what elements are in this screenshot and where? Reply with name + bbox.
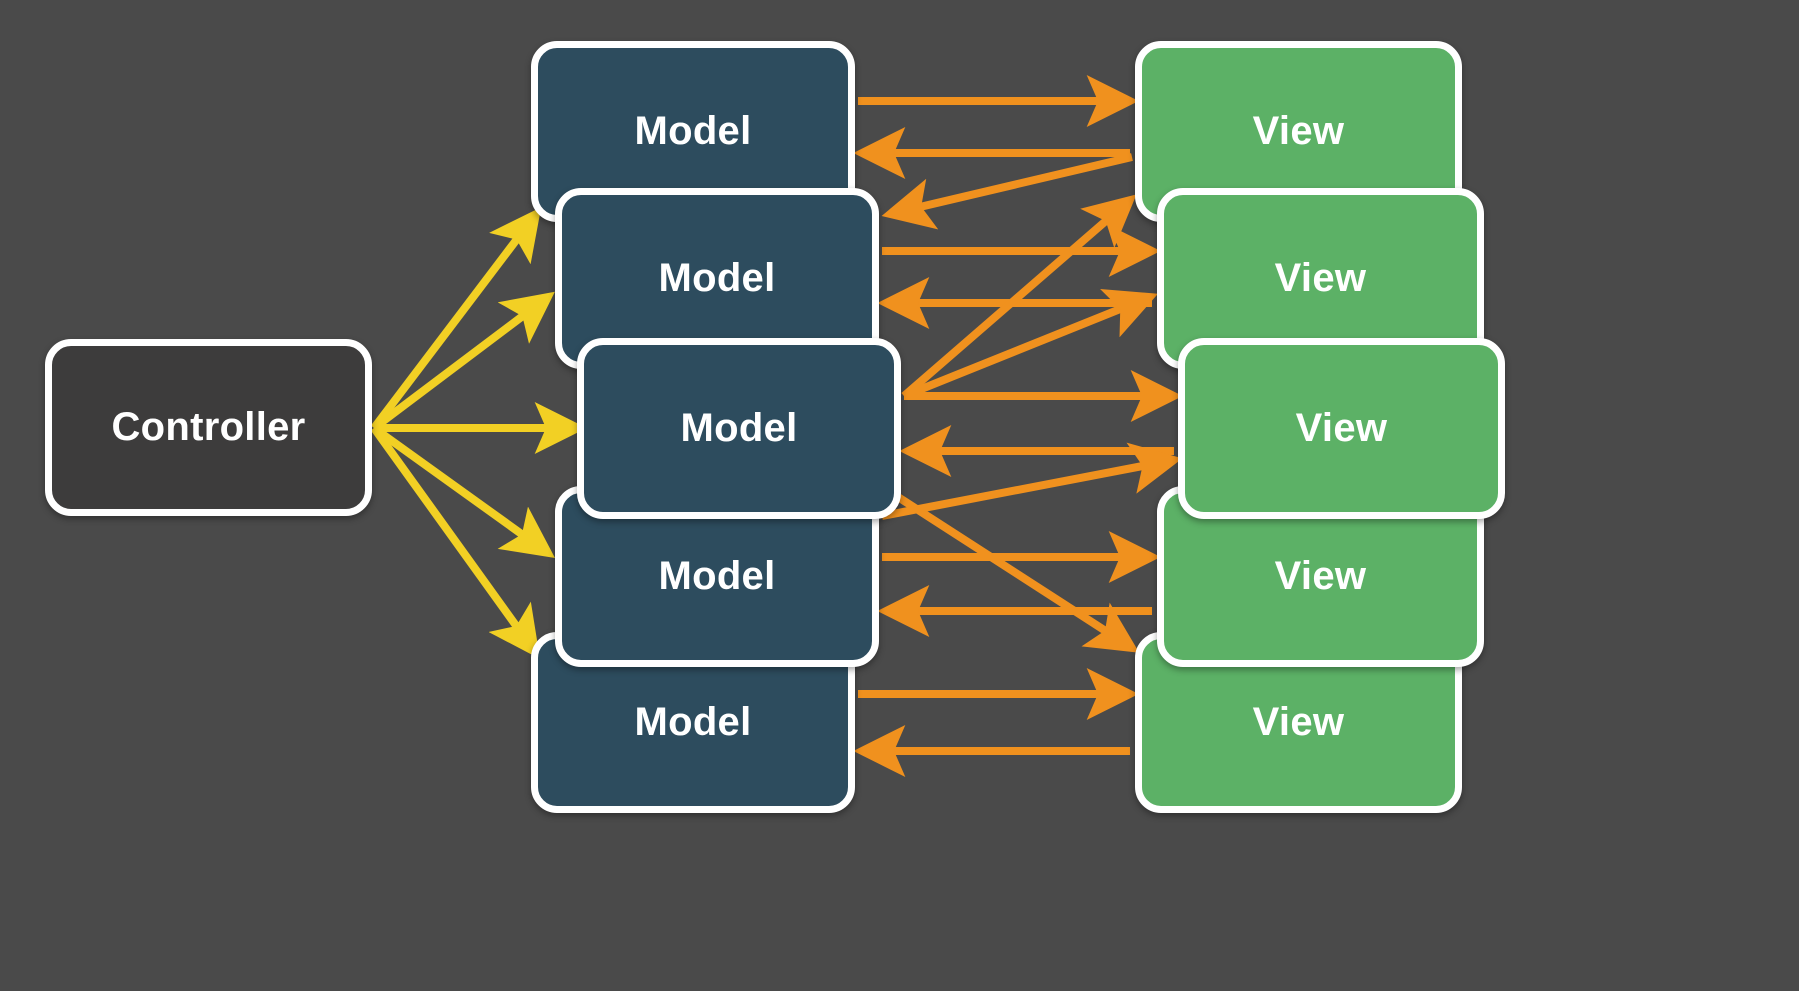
model-label-5: Model [634,700,752,744]
model-label-1: Model [634,109,752,153]
model-view-edges [853,75,1183,777]
controller-to-model-edges [370,207,587,660]
edge-model-3-to-view-1 [901,194,1137,400]
model-label-2: Model [658,256,776,300]
controller-label: Controller [111,405,306,449]
model-label-3: Model [680,406,798,450]
view-label-5: View [1252,700,1345,744]
view-label-4: View [1274,554,1367,598]
edge-model-3-to-view-2 [902,289,1159,400]
model-label-4: Model [658,554,776,598]
edge-controller-to-model-2 [371,291,555,432]
edge-controller-to-model-1 [370,207,542,431]
view-label-1: View [1252,109,1345,153]
view-label-2: View [1274,256,1367,300]
controller-node[interactable]: Controller [45,339,372,516]
model-node-3[interactable]: Model [577,338,901,519]
view-node-3[interactable]: View [1178,338,1505,519]
edge-controller-to-model-5 [370,425,541,660]
edge-view-1-to-model-2 [881,153,1133,230]
view-label-3: View [1295,406,1388,450]
edge-model-4-to-view-3 [881,442,1183,520]
edge-model-3-to-view-5 [895,493,1140,653]
edge-controller-to-model-4 [371,424,556,559]
